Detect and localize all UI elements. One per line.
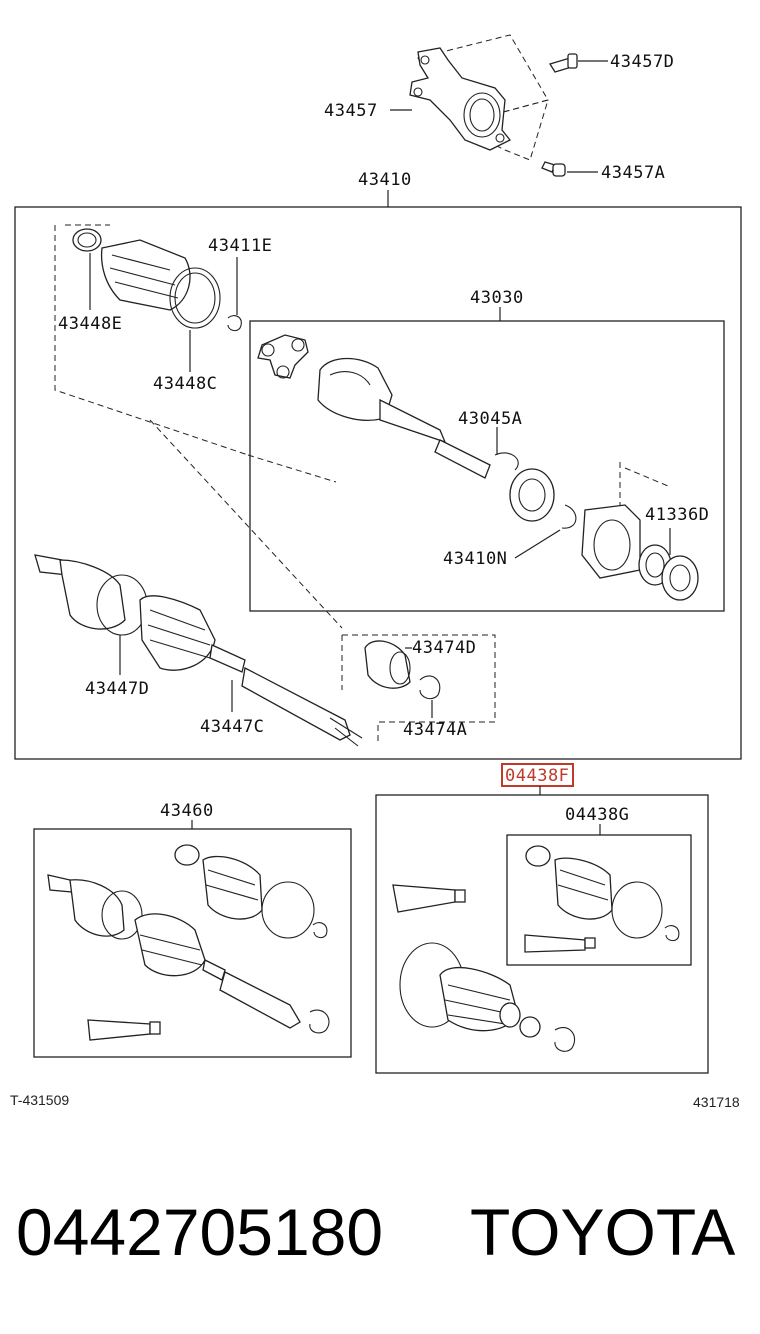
assembly-43410-box [14, 206, 742, 760]
damper-drawing [341, 634, 496, 745]
label-43474A: 43474A [403, 720, 467, 740]
label-04438F[interactable]: 04438F [505, 766, 569, 786]
label-43460: 43460 [160, 801, 214, 821]
kit-04438G-drawing [524, 845, 680, 953]
code-right: 431718 [693, 1094, 740, 1110]
label-43447D: 43447D [85, 679, 149, 699]
label-04438G: 04438G [565, 805, 629, 825]
label-41336D: 41336D [645, 505, 709, 525]
label-43410N: 43410N [443, 549, 507, 569]
label-43457A: 43457A [601, 163, 665, 183]
highlight-box-04438F [501, 763, 574, 787]
brand-name: TOYOTA [470, 1195, 735, 1269]
boot-kit-drawing [54, 224, 249, 456]
label-43447C: 43447C [200, 717, 264, 737]
assembly-43030-box [249, 320, 725, 612]
label-43457D: 43457D [610, 52, 674, 72]
label-43045A: 43045A [458, 409, 522, 429]
label-43410: 43410 [358, 170, 412, 190]
kit-04438F-box [375, 794, 709, 1074]
label-43030: 43030 [470, 288, 524, 308]
inner-joint-drawing [257, 334, 699, 601]
code-left: T-431509 [10, 1092, 69, 1108]
label-43448E: 43448E [58, 314, 122, 334]
driveshaft-43460-drawing [47, 844, 330, 1041]
assembly-43460-box [33, 828, 352, 1058]
kit-04438G-box [506, 834, 692, 966]
part-number: 0442705180 [16, 1195, 383, 1269]
kit-04438F-drawing [392, 884, 576, 1052]
driveshaft-drawing [34, 419, 363, 747]
label-43411E: 43411E [208, 236, 272, 256]
label-43457: 43457 [324, 101, 378, 121]
label-43474D: 43474D [412, 638, 476, 658]
bearing-bracket-drawing [409, 34, 578, 177]
label-43448C: 43448C [153, 374, 217, 394]
